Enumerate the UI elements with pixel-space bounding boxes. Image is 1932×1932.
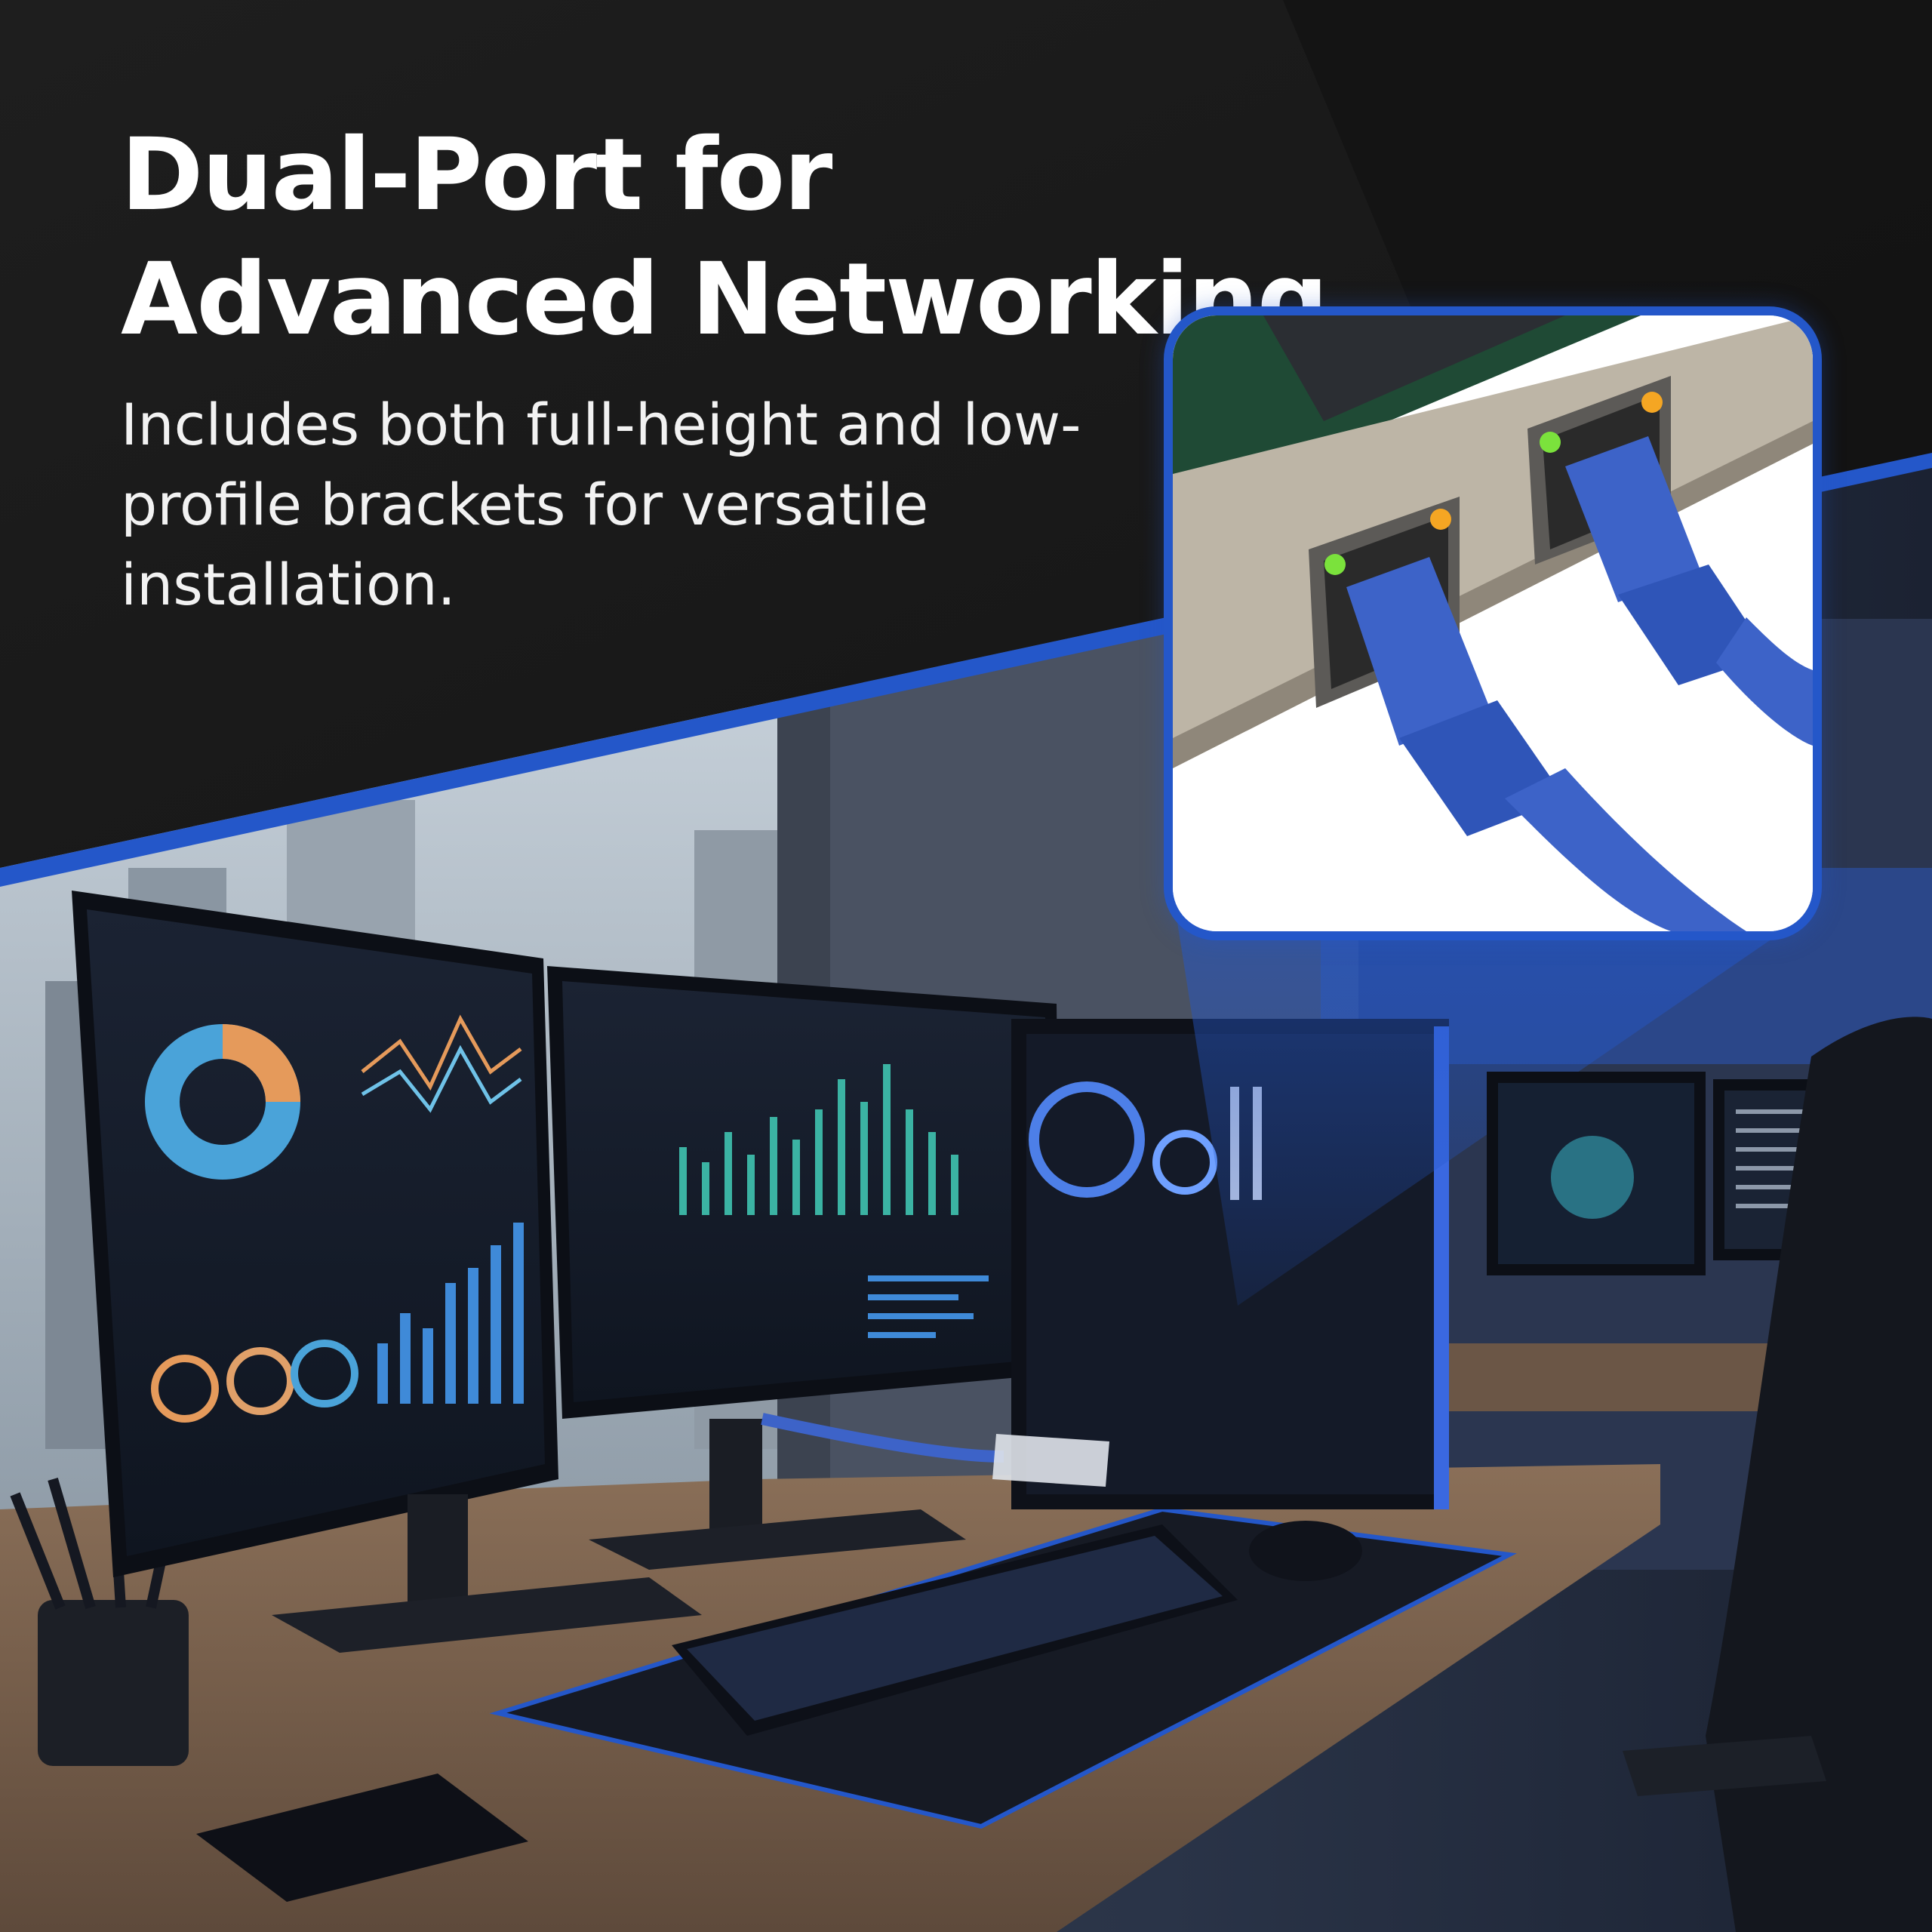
subheadline: Includes both full-height and low-profil…	[121, 391, 1081, 618]
dual-port-nic-icon	[1173, 315, 1813, 931]
dual-port-closeup	[1164, 306, 1822, 940]
headline: Dual-Port for Advanced Networking	[121, 117, 1328, 358]
